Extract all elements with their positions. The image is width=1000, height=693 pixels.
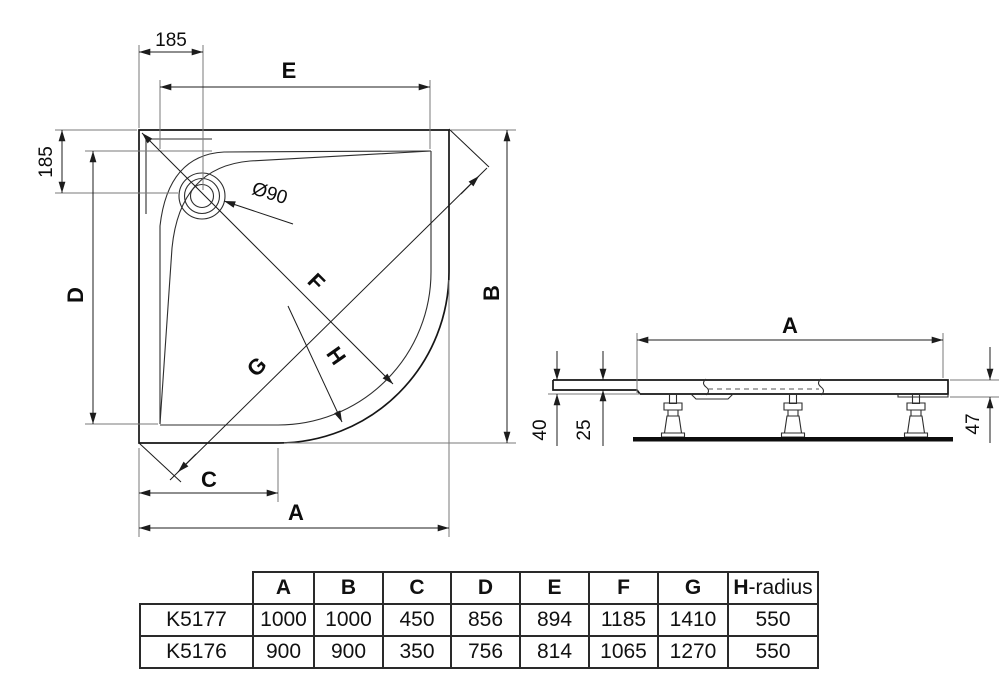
table-cell: 1000 (313, 603, 384, 637)
dim-label-e: E (282, 58, 297, 83)
dim-label-h: H (321, 342, 351, 369)
table-cell: 450 (382, 603, 452, 637)
drain-diameter-label: Ø90 (249, 178, 289, 209)
tray-skirt-step (897, 394, 949, 398)
column-header-f: F (588, 571, 659, 605)
break-mark-right (817, 378, 825, 396)
drain-leader-line (223, 200, 294, 225)
dim-label-185-left: 185 (36, 146, 57, 178)
column-header-a: A (252, 571, 315, 605)
extension-lines-plan (55, 45, 516, 537)
witness-line-bottom-left (138, 442, 182, 483)
table-row: K5177 1000 1000 450 856 894 1185 1410 55… (139, 603, 819, 637)
dim-label-185-top: 185 (155, 30, 187, 51)
dim-label-40: 40 (530, 419, 551, 440)
column-header-c: C (382, 571, 452, 605)
tray-outer-outline (138, 129, 450, 444)
table-cell: 894 (519, 603, 590, 637)
table-cell: 1270 (657, 635, 729, 669)
dimension-table: A B C D E F G H-radius K5177 1000 1000 4… (139, 571, 819, 669)
table-cell: 1000 (252, 603, 315, 637)
model-cell: K5177 (139, 603, 254, 637)
dim-label-25: 25 (574, 419, 595, 440)
dim-arrow-g-upper (460, 175, 480, 195)
dim-arrow-g-lower (177, 453, 197, 473)
table-cell: 900 (252, 635, 315, 669)
table-cell: 814 (519, 635, 590, 669)
dim-label-a-side: A (782, 313, 798, 338)
table-header-row: A B C D E F G H-radius (140, 571, 819, 605)
extension-lines-side (548, 333, 999, 398)
column-header-h-radius: H-radius (727, 571, 819, 605)
table-cell: 1185 (588, 603, 659, 637)
break-mark-left (702, 378, 710, 396)
model-cell: K5176 (139, 635, 254, 669)
table-row: K5176 900 900 350 756 814 1065 1270 550 (139, 635, 819, 669)
table-cell: 1065 (588, 635, 659, 669)
tray-profile (552, 379, 949, 395)
dim-label-47: 47 (963, 413, 984, 434)
column-header-d: D (450, 571, 521, 605)
table-cell: 550 (727, 603, 819, 637)
adjustable-foot (780, 393, 806, 438)
floor-line (633, 437, 953, 442)
dim-label-b: B (479, 285, 504, 301)
table-cell: 350 (382, 635, 452, 669)
dim-label-f: F (303, 268, 330, 295)
table-corner-cell (140, 572, 253, 604)
dim-label-c: C (201, 467, 217, 492)
column-header-g: G (657, 571, 729, 605)
drain-middle-circle (183, 177, 221, 215)
table-cell: 856 (450, 603, 521, 637)
dim-line-g-diagonal (169, 167, 488, 481)
column-header-e: E (519, 571, 590, 605)
dim-label-a: A (288, 500, 304, 525)
rim-corner-trim (145, 138, 212, 214)
drain-inner-circle (189, 183, 215, 209)
dim-label-g: G (242, 352, 272, 382)
plan-dimensions: 185 E 185 D B A C F G H Ø90 (36, 30, 516, 537)
side-view: A 40 25 47 (530, 313, 999, 446)
drain-pocket (690, 393, 734, 400)
adjustable-foot (660, 393, 686, 438)
table-cell: 900 (313, 635, 384, 669)
table-cell: 756 (450, 635, 521, 669)
table-cell: 550 (727, 635, 819, 669)
adjustable-foot (903, 393, 929, 438)
column-header-b: B (313, 571, 384, 605)
dim-line-h-radius (287, 305, 343, 423)
witness-line-top-right (448, 128, 490, 168)
dim-line-f-diagonal (141, 132, 394, 385)
table-cell: 1410 (657, 603, 729, 637)
dim-label-d: D (63, 287, 88, 303)
